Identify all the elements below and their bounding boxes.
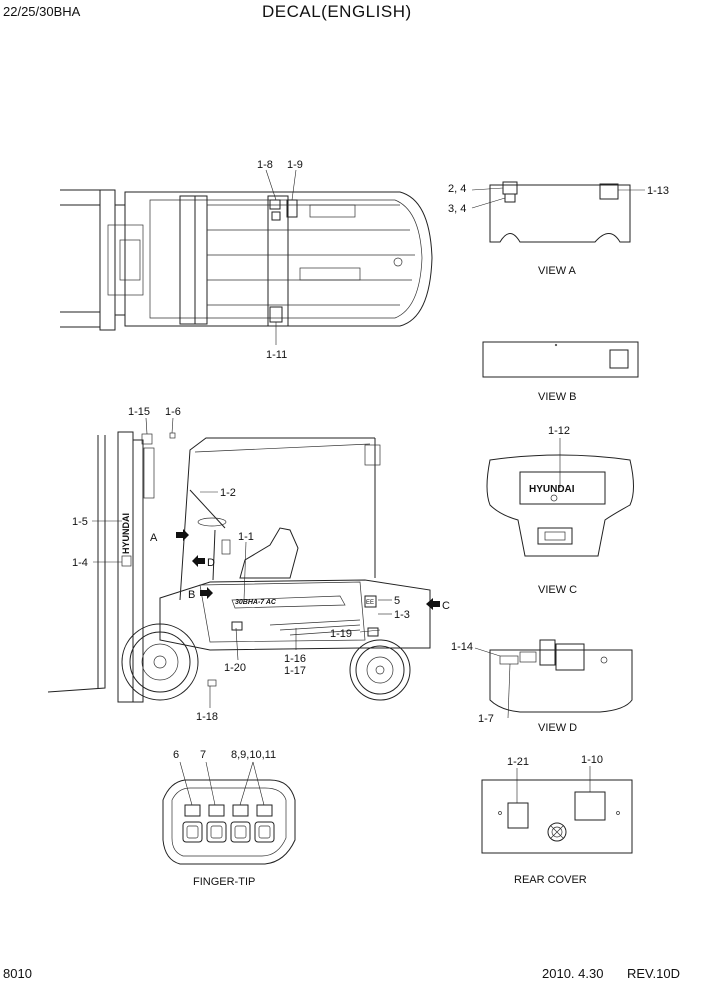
page-number: 8010 <box>3 966 32 981</box>
callout-1-4: 1-4 <box>72 557 88 569</box>
view-c-drawing: HYUNDAI <box>486 454 634 557</box>
view-c-label: VIEW C <box>538 584 577 596</box>
model-code: 22/25/30BHA <box>3 4 81 19</box>
callout-1-21: 1-21 <box>507 756 529 768</box>
view-a-label: VIEW A <box>538 265 577 277</box>
arrow-c-label: C <box>442 600 450 612</box>
mast-brand: HYUNDAI <box>121 513 131 554</box>
callout-1-18: 1-18 <box>196 711 218 723</box>
callout-1-8: 1-8 <box>257 159 273 171</box>
callout-6: 6 <box>173 749 179 761</box>
view-b-drawing <box>482 341 639 378</box>
callout-1-16: 1-16 <box>284 653 306 665</box>
callout-1-2: 1-2 <box>220 487 236 499</box>
rear-cover-label: REAR COVER <box>514 874 587 886</box>
callout-3-4: 3, 4 <box>448 203 466 215</box>
callout-1-15: 1-15 <box>128 406 150 418</box>
callout-5: 5 <box>394 595 400 607</box>
callout-1-14: 1-14 <box>451 641 473 653</box>
arrow-d-label: D <box>207 557 215 569</box>
callout-1-20: 1-20 <box>224 662 246 674</box>
callout-1-9: 1-9 <box>287 159 303 171</box>
view-c-brand: HYUNDAI <box>529 484 575 495</box>
callout-1-7: 1-7 <box>478 713 494 725</box>
arrow-a-icon <box>176 529 189 541</box>
view-b-label: VIEW B <box>538 391 577 403</box>
rear-cover-drawing <box>481 779 633 854</box>
arrow-b-icon <box>200 587 213 599</box>
revision-date: 2010. 4.30 <box>542 966 603 981</box>
side-view-forklift: 30BHA-7 AC EE HYUNDAI <box>47 431 431 703</box>
callout-1-19: 1-19 <box>330 628 352 640</box>
callout-1-17: 1-17 <box>284 665 306 677</box>
callout-1-11: 1-11 <box>266 349 287 361</box>
callout-7: 7 <box>200 749 206 761</box>
ee-decal-text: EE <box>366 600 374 606</box>
callout-1-12: 1-12 <box>548 425 570 437</box>
arrow-d-icon <box>192 555 205 567</box>
arrow-c-icon <box>426 598 440 610</box>
side-model-badge: 30BHA-7 AC <box>235 599 277 606</box>
callout-1-5: 1-5 <box>72 516 88 528</box>
view-d-drawing <box>474 639 633 719</box>
arrow-a-label: A <box>150 532 158 544</box>
page-title: DECAL(ENGLISH) <box>262 2 412 21</box>
callout-1-1: 1-1 <box>238 531 254 543</box>
callout-1-3: 1-3 <box>394 609 410 621</box>
finger-tip-drawing <box>162 779 296 865</box>
finger-tip-label: FINGER-TIP <box>193 876 255 888</box>
view-d-label: VIEW D <box>538 722 577 734</box>
callout-1-10: 1-10 <box>581 754 603 766</box>
arrow-b-label: B <box>188 589 195 601</box>
view-a-drawing <box>471 181 645 243</box>
top-view-forklift <box>60 189 433 331</box>
callout-1-13: 1-13 <box>647 185 669 197</box>
callout-8-11: 8,9,10,11 <box>231 749 276 761</box>
revision-code: REV.10D <box>627 966 680 981</box>
callout-2-4: 2, 4 <box>448 183 466 195</box>
callout-1-6: 1-6 <box>165 406 181 418</box>
